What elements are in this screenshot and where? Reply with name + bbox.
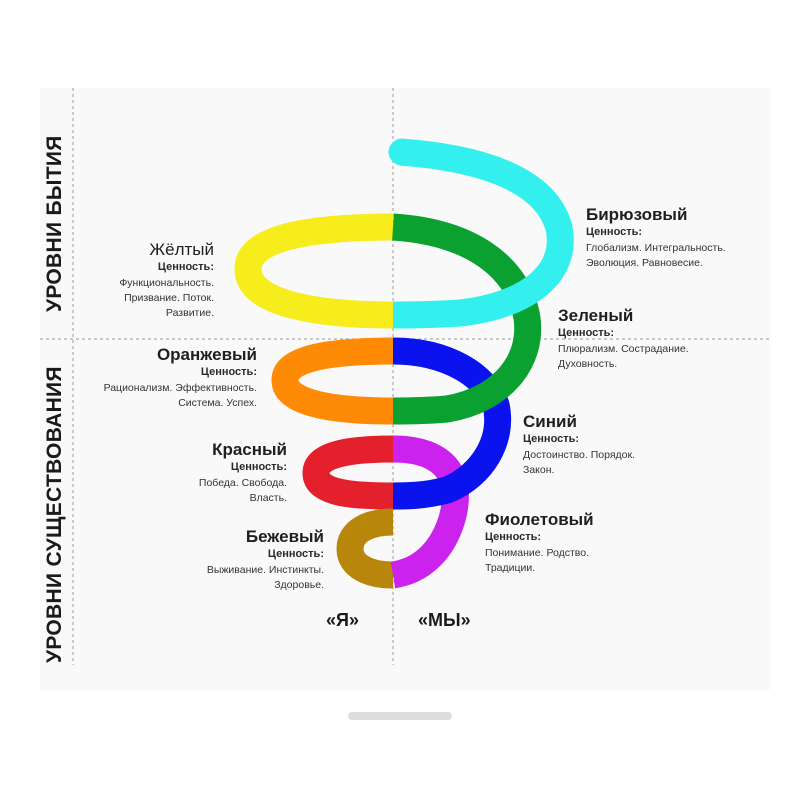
spiral-segment-violet (390, 435, 469, 589)
lower-axis-title: УРОВНИ СУЩЕСТВОВАНИЯ (43, 366, 66, 663)
level-description: Функциональность. Призвание. Поток. Разв… (119, 277, 214, 320)
level-value-label: Ценность: (157, 261, 214, 273)
level-name: Бежевый (245, 527, 324, 546)
level-description: Плюрализм. Сострадание. Духовность. (558, 343, 689, 371)
level-label-beige: Бежевый Ценность: Выживание. Инстинкты. … (207, 528, 324, 593)
level-value-label: Ценность: (558, 327, 615, 339)
level-description: Понимание. Родство. Традиции. (485, 547, 590, 575)
level-value-label: Ценность: (200, 366, 257, 378)
spiral-segment-yellow (234, 213, 394, 329)
we-pole-label: «МЫ» (418, 610, 471, 630)
level-value-label: Ценность: (267, 548, 324, 560)
level-name: Синий (523, 412, 577, 431)
level-name: Зеленый (558, 306, 634, 325)
spiral-segment-turquoise (392, 138, 574, 329)
level-label-blue: Синий Ценность: Достоинство. Порядок. За… (523, 413, 635, 478)
level-name: Бирюзовый (586, 205, 688, 224)
spiral-segment-blue (392, 337, 511, 510)
spiral-end-cap (388, 138, 416, 166)
spiral-segment-beige (336, 508, 394, 589)
level-description: Достоинство. Порядок. Закон. (523, 449, 635, 477)
level-name: Оранжевый (156, 345, 257, 364)
level-description: Выживание. Инстинкты. Здоровье. (206, 564, 324, 592)
self-pole-label: «Я» (326, 610, 359, 630)
spiral-segment-orange (271, 337, 394, 425)
level-label-yellow: Жёлтый Ценность: Функциональность. Призв… (119, 241, 214, 322)
spiral-segment-green (391, 213, 542, 425)
level-label-green: Зеленый Ценность: Плюрализм. Сострадание… (558, 307, 689, 372)
level-description: Победа. Свобода. Власть. (198, 477, 287, 505)
level-description: Рационализм. Эффективность. Система. Усп… (103, 382, 257, 410)
level-value-label: Ценность: (523, 433, 580, 445)
level-label-turquoise: Бирюзовый Ценность: Глобализм. Интеграль… (586, 206, 726, 271)
diagram-panel (40, 88, 770, 690)
level-label-orange: Оранжевый Ценность: Рационализм. Эффекти… (104, 346, 257, 411)
upper-axis-title: УРОВНИ БЫТИЯ (43, 135, 66, 312)
level-label-red: Красный Ценность: Победа. Свобода. Власт… (199, 441, 287, 506)
level-description: Глобализм. Интегральность. Эволюция. Рав… (586, 242, 726, 270)
level-value-label: Ценность: (230, 461, 287, 473)
home-indicator (348, 712, 452, 720)
spiral-segment-red (302, 435, 394, 510)
level-value-label: Ценность: (586, 226, 643, 238)
level-label-violet: Фиолетовый Ценность: Понимание. Родство.… (485, 511, 594, 576)
level-name: Жёлтый (149, 240, 214, 259)
level-name: Фиолетовый (485, 510, 594, 529)
level-name: Красный (212, 440, 287, 459)
level-value-label: Ценность: (485, 531, 542, 543)
